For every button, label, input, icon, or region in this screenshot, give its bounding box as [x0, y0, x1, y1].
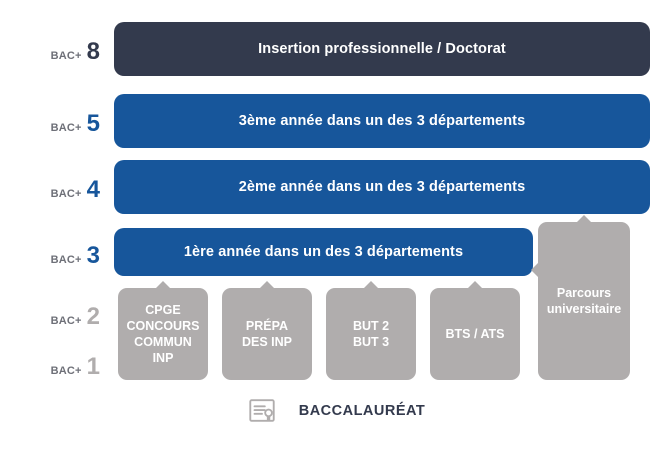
level-prefix: BAC+: [50, 50, 82, 62]
level-number: 8: [86, 38, 100, 65]
level-number: 3: [86, 242, 100, 269]
arrow-up-icon: [576, 215, 592, 223]
level-label-bac-8: BAC+ 8: [14, 40, 100, 64]
arrow-up-icon: [155, 281, 171, 289]
level-prefix: BAC+: [50, 315, 82, 327]
entry-box-label: BTS / ATS: [445, 327, 505, 341]
level-prefix: BAC+: [50, 122, 82, 134]
level-label-bac-3: BAC+ 3: [14, 244, 100, 268]
arrow-up-icon: [259, 281, 275, 289]
diploma-icon: [249, 399, 275, 422]
entry-box-label: BUT 2 BUT 3: [352, 319, 390, 349]
level-number: 4: [86, 176, 100, 203]
entry-box-cpge-concours-commun-inp[interactable]: CPGE CONCOURS COMMUN INP: [118, 281, 208, 380]
level-prefix: BAC+: [50, 188, 82, 200]
stage-bar-3eme-annee[interactable]: 3ème année dans un des 3 départements: [114, 94, 650, 148]
level-label-bac-2: BAC+ 2: [14, 305, 100, 329]
arrow-left-icon: [531, 262, 539, 278]
entry-box-prepa-des-inp[interactable]: PRÉPA DES INP: [222, 281, 312, 380]
level-label-bac-1: BAC+ 1: [14, 355, 100, 379]
arrow-up-icon: [363, 281, 379, 289]
level-number: 2: [86, 303, 100, 330]
entry-box-label: Parcours universitaire: [546, 286, 622, 316]
entry-box-bts-ats[interactable]: BTS / ATS: [430, 281, 520, 380]
baccalaureat-footer: BACCALAURÉAT: [0, 396, 672, 426]
level-number: 5: [86, 110, 100, 137]
entry-box-but-2-but-3[interactable]: BUT 2 BUT 3: [326, 281, 416, 380]
arrow-up-icon: [467, 281, 483, 289]
baccalaureat-label: BACCALAURÉAT: [298, 403, 426, 419]
level-prefix: BAC+: [50, 254, 82, 266]
stage-bar-1ere-annee[interactable]: 1ère année dans un des 3 départements: [114, 228, 533, 276]
entry-box-label: PRÉPA DES INP: [241, 319, 292, 349]
entry-box-parcours-universitaire[interactable]: Parcours universitaire: [531, 215, 630, 380]
entry-box-label: CPGE CONCOURS COMMUN INP: [126, 303, 200, 365]
level-label-bac-4: BAC+ 4: [14, 178, 100, 202]
level-label-bac-5: BAC+ 5: [14, 112, 100, 136]
stage-bar-insertion-doctorat[interactable]: Insertion professionnelle / Doctorat: [114, 22, 650, 76]
stage-bar-2eme-annee[interactable]: 2ème année dans un des 3 départements: [114, 160, 650, 214]
level-prefix: BAC+: [50, 365, 82, 377]
level-number: 1: [86, 353, 100, 380]
